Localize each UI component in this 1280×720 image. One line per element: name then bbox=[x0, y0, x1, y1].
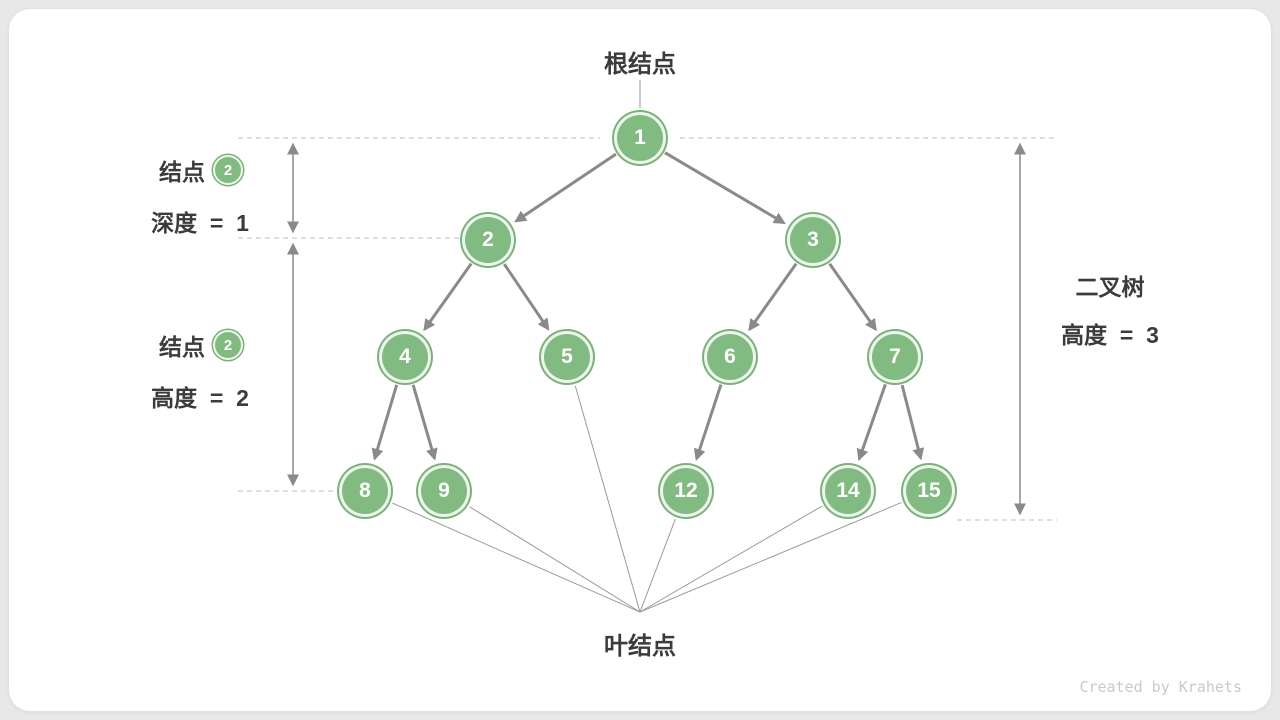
tree-height-annotation: 二叉树 高度 = 3 bbox=[1035, 268, 1185, 350]
depth-value-text: 深度 = 1 bbox=[151, 210, 249, 236]
leaf-pointer-line bbox=[639, 502, 902, 613]
edge-arrow bbox=[502, 263, 550, 331]
edge-arrow bbox=[828, 262, 877, 332]
leaf-pointer-line bbox=[392, 502, 641, 613]
edge-arrow bbox=[693, 384, 723, 461]
tree-height-line1: 二叉树 bbox=[1075, 274, 1145, 300]
node-height-annotation: 结点 2 高度 = 2 bbox=[120, 327, 280, 413]
annotation-node-text: 结点 bbox=[159, 334, 205, 360]
leaf-pointer-line bbox=[639, 505, 823, 613]
leaf-pointer-line bbox=[574, 385, 641, 613]
edge-arrow bbox=[423, 262, 473, 332]
edge-arrow bbox=[514, 152, 617, 223]
node-2-badge: 2 bbox=[215, 332, 241, 358]
annotation-node-text: 结点 bbox=[159, 159, 205, 185]
tree-height-line2: 高度 = 3 bbox=[1061, 322, 1159, 348]
edge-arrow bbox=[900, 384, 925, 461]
height-value-text: 高度 = 2 bbox=[151, 385, 249, 411]
root-node-label: 根结点 bbox=[604, 51, 676, 78]
watermark-credit: Created by Krahets bbox=[1079, 678, 1242, 696]
leaf-pointer-line bbox=[469, 506, 641, 613]
leaf-node-label: 叶结点 bbox=[604, 633, 676, 660]
edge-arrow bbox=[664, 151, 786, 225]
edge-arrow bbox=[748, 262, 798, 332]
node-2-badge: 2 bbox=[215, 157, 241, 183]
edge-arrow bbox=[411, 384, 438, 461]
edge-arrow bbox=[856, 383, 887, 462]
node-depth-annotation: 结点 2 深度 = 1 bbox=[120, 152, 280, 238]
edge-arrow bbox=[371, 384, 399, 461]
leaf-pointer-line bbox=[639, 518, 676, 613]
